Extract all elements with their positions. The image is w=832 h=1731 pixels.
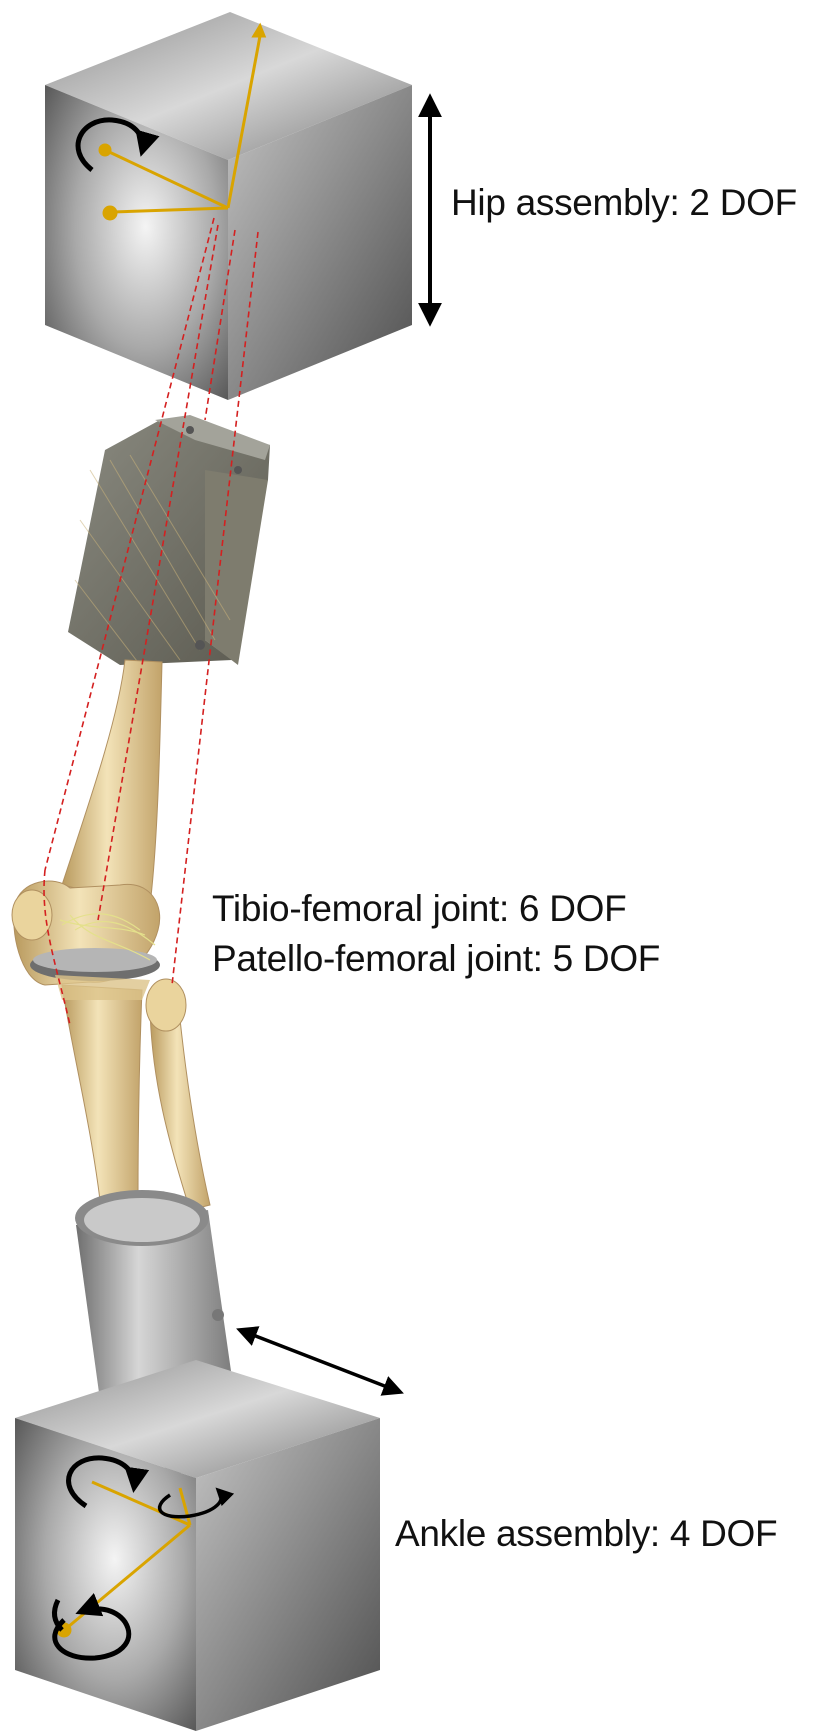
patello-femoral-label: Patello-femoral joint: 5 DOF	[212, 938, 660, 980]
hip-assembly-label: Hip assembly: 2 DOF	[451, 182, 797, 224]
tibial-plateau	[30, 948, 160, 981]
fibula	[146, 979, 210, 1210]
femur	[12, 660, 162, 985]
tibio-femoral-label: Tibio-femoral joint: 6 DOF	[212, 888, 626, 930]
femoral-clamp	[68, 415, 270, 665]
ankle-block	[15, 1360, 380, 1731]
ankle-assembly-label: Ankle assembly: 4 DOF	[395, 1513, 777, 1555]
tibia	[55, 975, 150, 1200]
